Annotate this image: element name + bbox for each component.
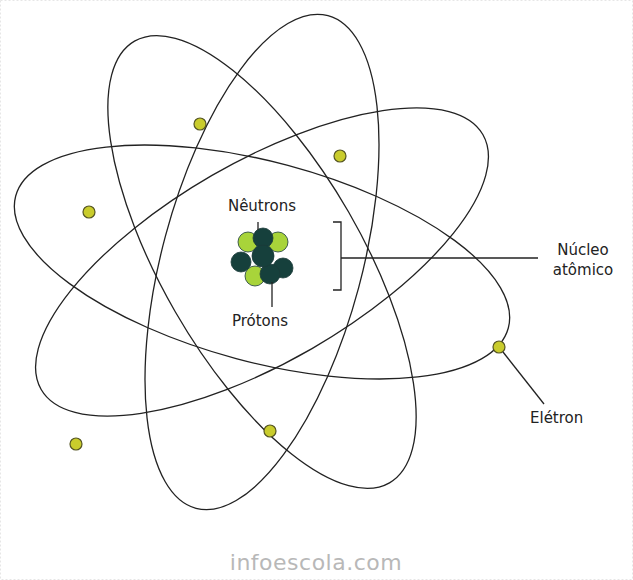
orbit	[0, 48, 533, 476]
orbit	[48, 0, 476, 533]
electron-dot	[83, 206, 95, 218]
orbit	[0, 99, 534, 424]
part-label: Elétron	[530, 408, 583, 428]
proton	[252, 245, 274, 267]
orbits	[0, 0, 534, 534]
electrons	[70, 118, 505, 450]
electron-dot	[264, 425, 276, 437]
leader-line	[503, 352, 544, 404]
nucleus	[231, 228, 293, 286]
bracket	[333, 222, 341, 290]
leader-lines	[258, 222, 544, 404]
orbit	[99, 0, 424, 534]
electron-dot	[334, 150, 346, 162]
part-label: Núcleo atômico	[541, 240, 625, 281]
part-label: Nêutrons	[225, 196, 299, 216]
electron-dot	[194, 118, 206, 130]
electron-dot	[493, 341, 505, 353]
part-label: Prótons	[229, 311, 291, 331]
leader-line	[257, 222, 258, 230]
leader-line	[341, 257, 538, 258]
electron-dot	[70, 438, 82, 450]
leader-line	[271, 282, 272, 307]
watermark: infoescola.com	[230, 548, 402, 578]
